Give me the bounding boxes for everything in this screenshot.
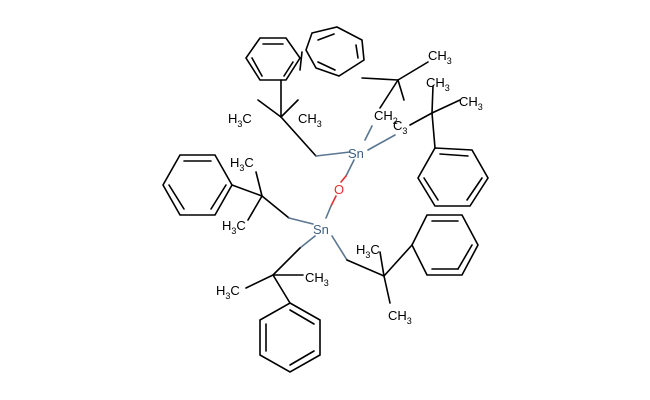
methyl-label: CH3 bbox=[459, 94, 483, 112]
svg-text:CH3: CH3 bbox=[388, 308, 412, 326]
methyl-label: C3 bbox=[393, 118, 407, 136]
methyl-label: H3C bbox=[216, 283, 240, 301]
svg-text:H3C: H3C bbox=[222, 218, 246, 236]
tin-atom-bottom: Sn bbox=[313, 222, 329, 237]
methylene-label: CH2 bbox=[374, 108, 398, 126]
svg-text:C3: C3 bbox=[393, 118, 407, 136]
methyl-label: H3C bbox=[228, 111, 252, 129]
methyl-label: CH3 bbox=[298, 111, 322, 129]
svg-text:H3C: H3C bbox=[356, 242, 380, 260]
svg-text:H3C: H3C bbox=[230, 155, 254, 173]
svg-text:CH2: CH2 bbox=[374, 108, 398, 126]
methyl-label: CH3 bbox=[305, 270, 329, 288]
methyl-label: H3C bbox=[230, 155, 254, 173]
svg-text:CH3: CH3 bbox=[298, 111, 322, 129]
oxygen-atom: O bbox=[334, 182, 344, 197]
svg-text:CH3: CH3 bbox=[305, 270, 329, 288]
phenyl-ring bbox=[411, 214, 479, 276]
svg-text:H3C: H3C bbox=[216, 283, 240, 301]
methyl-label: H3C bbox=[222, 218, 246, 236]
phenyl-ring bbox=[162, 154, 233, 216]
phenyl-ring bbox=[259, 302, 321, 373]
methyl-label: CH3 bbox=[388, 308, 412, 326]
methyl-label: H3C bbox=[356, 242, 380, 260]
phenyl-ring bbox=[245, 37, 301, 81]
svg-text:H3C: H3C bbox=[228, 111, 252, 129]
svg-text:CH3: CH3 bbox=[428, 48, 452, 66]
phenyl-ring bbox=[305, 26, 365, 77]
methyl-label: CH3 bbox=[428, 48, 452, 66]
methyl-label: CH3 bbox=[426, 75, 450, 93]
tin-atom-top: Sn bbox=[348, 146, 364, 161]
svg-text:CH3: CH3 bbox=[426, 75, 450, 93]
phenyl-ring bbox=[417, 147, 489, 207]
svg-text:CH3: CH3 bbox=[459, 94, 483, 112]
